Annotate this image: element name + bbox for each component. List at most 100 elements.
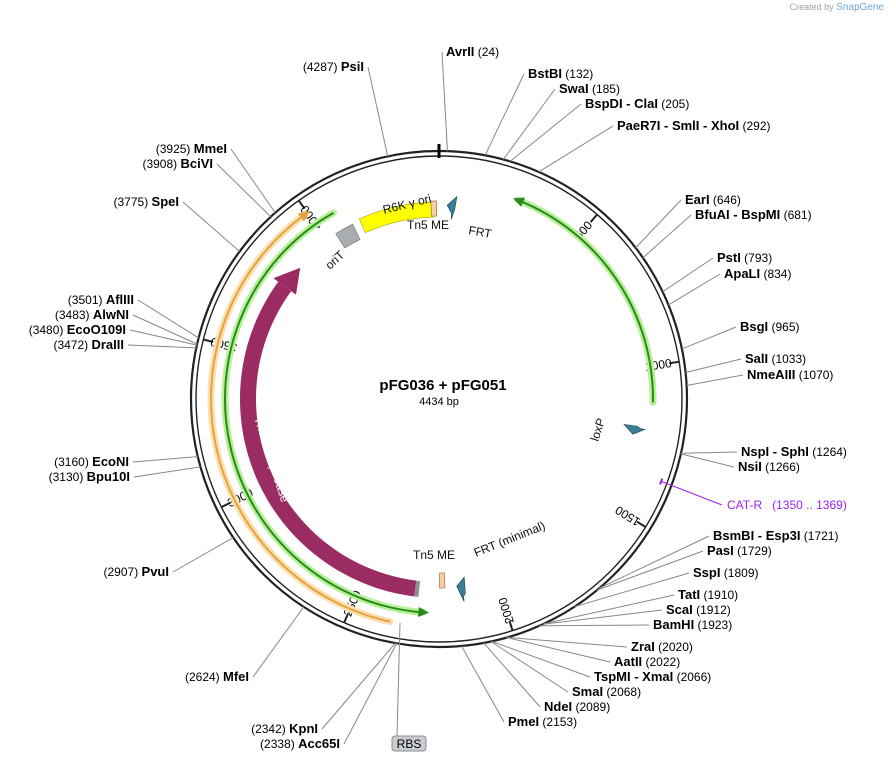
restriction-site[interactable]: TatI (1910) bbox=[543, 587, 739, 625]
restriction-site[interactable]: BstBI (132) bbox=[484, 66, 593, 156]
frt-minimal-feature[interactable] bbox=[456, 576, 466, 602]
restriction-site[interactable]: (3480) EcoO109I bbox=[29, 322, 198, 346]
restriction-site[interactable]: SmaI (2068) bbox=[490, 641, 641, 699]
site-leader bbox=[686, 374, 744, 386]
restriction-site[interactable]: BsgI (965) bbox=[681, 319, 800, 350]
restriction-site[interactable]: PmeI (2153) bbox=[461, 645, 577, 729]
site-enzyme-name: SwaI bbox=[559, 81, 589, 96]
restriction-site[interactable]: (2907) PvuI bbox=[104, 537, 234, 579]
restriction-site[interactable]: BspDI - ClaI (205) bbox=[509, 96, 689, 162]
restriction-site[interactable]: SalI (1033) bbox=[685, 351, 807, 374]
restriction-site[interactable]: (4287) PsiI bbox=[303, 59, 389, 157]
orit-feature[interactable] bbox=[335, 223, 361, 249]
restriction-site[interactable]: TspMI - XmaI (2066) bbox=[491, 640, 712, 684]
site-leader bbox=[127, 344, 197, 349]
tn5-transposase-feature[interactable] bbox=[240, 281, 417, 597]
restriction-site[interactable]: BsmBI - Esp3I (1721) bbox=[599, 528, 838, 589]
restriction-site[interactable]: (2624) MfeI bbox=[185, 606, 305, 684]
restriction-site[interactable]: BamHI (1923) bbox=[539, 617, 732, 632]
site-label: (2338) Acc65I bbox=[260, 736, 340, 751]
site-enzyme-name: BstBI bbox=[528, 66, 562, 81]
site-enzyme-name: XmaI bbox=[642, 669, 673, 684]
restriction-site[interactable]: NdeI (2089) bbox=[483, 642, 610, 714]
tn5-me-top-feature[interactable] bbox=[430, 200, 438, 217]
green-feature-arrowhead bbox=[513, 197, 526, 207]
site-leader bbox=[543, 594, 675, 625]
site-label: ZraI (2020) bbox=[631, 639, 693, 654]
rbs-box[interactable] bbox=[391, 735, 427, 752]
restriction-site[interactable]: ZraI (2020) bbox=[507, 636, 693, 654]
left-green-feature-arc[interactable] bbox=[224, 211, 424, 614]
tn5-me-bottom-feature[interactable] bbox=[439, 572, 446, 589]
restriction-site[interactable]: ApaLI (834) bbox=[668, 266, 791, 306]
restriction-site[interactable]: BfuAI - BspMI (681) bbox=[642, 207, 812, 259]
restriction-site[interactable]: (3130) Bpu10I bbox=[49, 466, 201, 484]
site-position: (681) bbox=[780, 208, 811, 222]
rbs-leader bbox=[396, 622, 401, 737]
orange-feature-arrowhead bbox=[297, 210, 311, 222]
site-enzyme-name: PsiI bbox=[341, 59, 364, 74]
site-label: PstI (793) bbox=[717, 250, 772, 265]
site-leader bbox=[132, 456, 198, 463]
site-label: BsmBI - Esp3I (1721) bbox=[713, 528, 838, 543]
site-position: (965) bbox=[768, 320, 799, 334]
site-enzyme-name: NspI bbox=[741, 444, 769, 459]
restriction-site[interactable]: (3908) BciVI bbox=[142, 156, 272, 218]
restriction-site[interactable]: NspI - SphI (1264) bbox=[680, 444, 847, 459]
site-label: ScaI (1912) bbox=[666, 602, 731, 617]
restriction-site[interactable]: PaeR7I - SmlI - XhoI (292) bbox=[538, 118, 771, 173]
site-leader bbox=[461, 645, 505, 723]
restriction-site[interactable]: SwaI (185) bbox=[502, 81, 620, 160]
restriction-site[interactable]: AatII (2022) bbox=[506, 637, 681, 669]
r6k-ori-feature[interactable] bbox=[358, 201, 435, 233]
site-separator: - bbox=[660, 118, 672, 133]
site-enzyme-name: AatII bbox=[614, 654, 642, 669]
site-label: TspMI - XmaI (2066) bbox=[594, 669, 711, 684]
loxp-feature[interactable] bbox=[623, 423, 647, 435]
site-label: NspI - SphI (1264) bbox=[741, 444, 847, 459]
frt-top-feature[interactable] bbox=[446, 195, 458, 220]
site-enzyme-name: NmeAIII bbox=[747, 367, 795, 382]
site-leader bbox=[509, 103, 582, 162]
site-enzyme-name: BsgI bbox=[740, 319, 768, 334]
restriction-site[interactable]: (2338) Acc65I bbox=[260, 643, 398, 751]
restriction-site[interactable]: SspI (1809) bbox=[574, 565, 759, 608]
site-label: (3483) AlwNI bbox=[55, 307, 129, 322]
restriction-site[interactable]: PstI (793) bbox=[662, 250, 773, 293]
restriction-site[interactable]: (3483) AlwNI bbox=[55, 307, 198, 345]
site-leader bbox=[599, 535, 710, 589]
tick-mark bbox=[343, 613, 349, 624]
site-leader bbox=[132, 314, 198, 345]
site-enzyme-name: BciVI bbox=[180, 156, 213, 171]
site-position: (2624) bbox=[185, 670, 223, 684]
cat-r-name: CAT-R bbox=[727, 498, 762, 512]
site-leader bbox=[642, 214, 692, 259]
restriction-site[interactable]: (3501) AflIII bbox=[68, 292, 199, 339]
restriction-site[interactable]: NmeAIII (1070) bbox=[686, 367, 834, 386]
restriction-site[interactable]: EarI (646) bbox=[635, 192, 741, 249]
site-enzyme-name: PstI bbox=[717, 250, 741, 265]
site-position: (2020) bbox=[655, 640, 693, 654]
site-position: (2022) bbox=[642, 655, 680, 669]
site-label: AvrII (24) bbox=[446, 44, 499, 59]
site-enzyme-name: AflIII bbox=[106, 292, 134, 307]
site-position: (292) bbox=[739, 119, 770, 133]
site-position: (1264) bbox=[809, 445, 847, 459]
orit-label: oriT bbox=[322, 247, 347, 272]
restriction-site[interactable]: (2342) KpnI bbox=[251, 642, 396, 736]
site-label: NmeAIII (1070) bbox=[747, 367, 833, 382]
orange-feature-arc[interactable] bbox=[210, 213, 391, 623]
site-leader bbox=[182, 201, 240, 252]
tick-mark bbox=[669, 360, 680, 365]
restriction-site[interactable]: (3160) EcoNI bbox=[54, 454, 198, 469]
restriction-site[interactable]: (3925) MmeI bbox=[156, 141, 276, 214]
restriction-site[interactable]: (3472) DraIII bbox=[53, 337, 197, 352]
site-label: BstBI (132) bbox=[528, 66, 593, 81]
restriction-site[interactable]: ScaI (1912) bbox=[542, 602, 731, 625]
restriction-site[interactable]: PasI (1729) bbox=[596, 543, 772, 591]
restriction-site[interactable]: (3775) SpeI bbox=[114, 194, 240, 252]
restriction-site[interactable]: NsiI (1266) bbox=[680, 453, 800, 474]
green-feature-arc[interactable] bbox=[517, 198, 654, 403]
site-position: (1033) bbox=[768, 352, 806, 366]
restriction-site[interactable]: AvrII (24) bbox=[441, 44, 499, 152]
